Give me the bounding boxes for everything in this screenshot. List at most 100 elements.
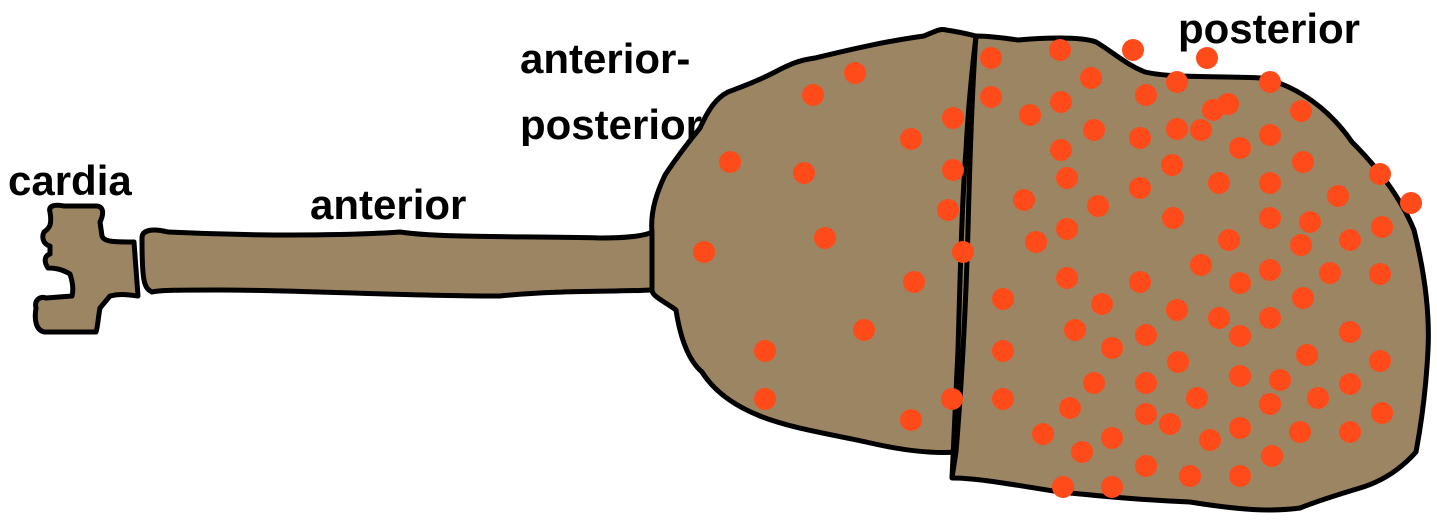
red-dot [1319, 262, 1341, 284]
red-dot [1186, 387, 1208, 409]
red-dot [1056, 167, 1078, 189]
red-dot [1179, 465, 1201, 487]
red-dot [1259, 172, 1281, 194]
red-dot [1229, 137, 1251, 159]
red-dot [1292, 151, 1314, 173]
red-dot [1371, 216, 1393, 238]
red-dot [1289, 421, 1311, 443]
red-dot [1049, 39, 1071, 61]
red-dot [1190, 119, 1212, 141]
red-dot [1190, 254, 1212, 276]
red-dot [1013, 189, 1035, 211]
red-dot [1135, 324, 1157, 346]
red-dot [814, 227, 836, 249]
red-dot [719, 151, 741, 173]
red-dot [1339, 421, 1361, 443]
red-dot [1208, 172, 1230, 194]
red-dot [1229, 272, 1251, 294]
red-dot [1229, 417, 1251, 439]
red-dot [1050, 139, 1072, 161]
cardia-segment [35, 205, 138, 332]
red-dot [1167, 351, 1189, 373]
red-dot [1261, 445, 1283, 467]
red-dot [980, 86, 1002, 108]
red-dot [941, 388, 963, 410]
red-dot [1122, 39, 1144, 61]
red-dot [992, 388, 1014, 410]
red-dot [1339, 321, 1361, 343]
red-dot [1229, 365, 1251, 387]
red-dot [1071, 441, 1093, 463]
red-dot [802, 84, 824, 106]
red-dot [1129, 127, 1151, 149]
red-dot [1269, 369, 1291, 391]
red-dot [1064, 319, 1086, 341]
red-dot [1056, 218, 1078, 240]
red-dot [1087, 195, 1109, 217]
red-dot [1101, 337, 1123, 359]
red-dot [693, 241, 715, 263]
posterior-label: posterior [1178, 8, 1360, 50]
red-dot [1166, 118, 1188, 140]
red-dot [1083, 372, 1105, 394]
red-dot [1296, 344, 1318, 366]
red-dot [1259, 71, 1281, 93]
red-dot [1161, 154, 1183, 176]
red-dot [1339, 229, 1361, 251]
red-dot [942, 107, 964, 129]
red-dot [1129, 271, 1151, 293]
red-dot [1369, 350, 1391, 372]
red-dot [903, 271, 925, 293]
red-dot [992, 288, 1014, 310]
red-dot [1299, 211, 1321, 233]
red-dot [1166, 71, 1188, 93]
red-dot [1135, 372, 1157, 394]
red-dot [1080, 67, 1102, 89]
red-dot [1217, 93, 1239, 115]
red-dot [1059, 397, 1081, 419]
red-dot [1159, 413, 1181, 435]
red-dot [1019, 104, 1041, 126]
red-dot [754, 388, 776, 410]
cardia-label: cardia [8, 160, 132, 202]
red-dot [1229, 325, 1251, 347]
red-dot [1307, 387, 1329, 409]
red-dot [1025, 231, 1047, 253]
red-dot [1292, 287, 1314, 309]
red-dot [1369, 263, 1391, 285]
red-dot [1135, 84, 1157, 106]
red-dot [1218, 229, 1240, 251]
anterior-segment [142, 230, 652, 296]
red-dot [1101, 476, 1123, 498]
red-dot [900, 128, 922, 150]
red-dot [1259, 207, 1281, 229]
red-dot [1259, 259, 1281, 281]
red-dot [900, 409, 922, 431]
red-dot [1162, 207, 1184, 229]
anterior-posterior-label-line1: anterior- [520, 38, 690, 80]
red-dot [1259, 307, 1281, 329]
red-dot [1369, 163, 1391, 185]
red-dot [1056, 267, 1078, 289]
red-dot [1327, 185, 1349, 207]
red-dot [1166, 299, 1188, 321]
red-dot [1050, 91, 1072, 113]
red-dot [1259, 124, 1281, 146]
red-dot [1371, 402, 1393, 424]
red-dot [1290, 234, 1312, 256]
red-dot [1208, 307, 1230, 329]
red-dot [1091, 293, 1113, 315]
anterior-label: anterior [310, 184, 466, 226]
red-dot [1229, 465, 1251, 487]
red-dot [992, 340, 1014, 362]
red-dot [844, 62, 866, 84]
red-dot [1290, 100, 1312, 122]
red-dot [952, 241, 974, 263]
red-dot [1083, 119, 1105, 141]
red-dot [1129, 177, 1151, 199]
red-dot [1135, 403, 1157, 425]
red-dot [1032, 423, 1054, 445]
red-dot [1199, 429, 1221, 451]
red-dot [980, 47, 1002, 69]
